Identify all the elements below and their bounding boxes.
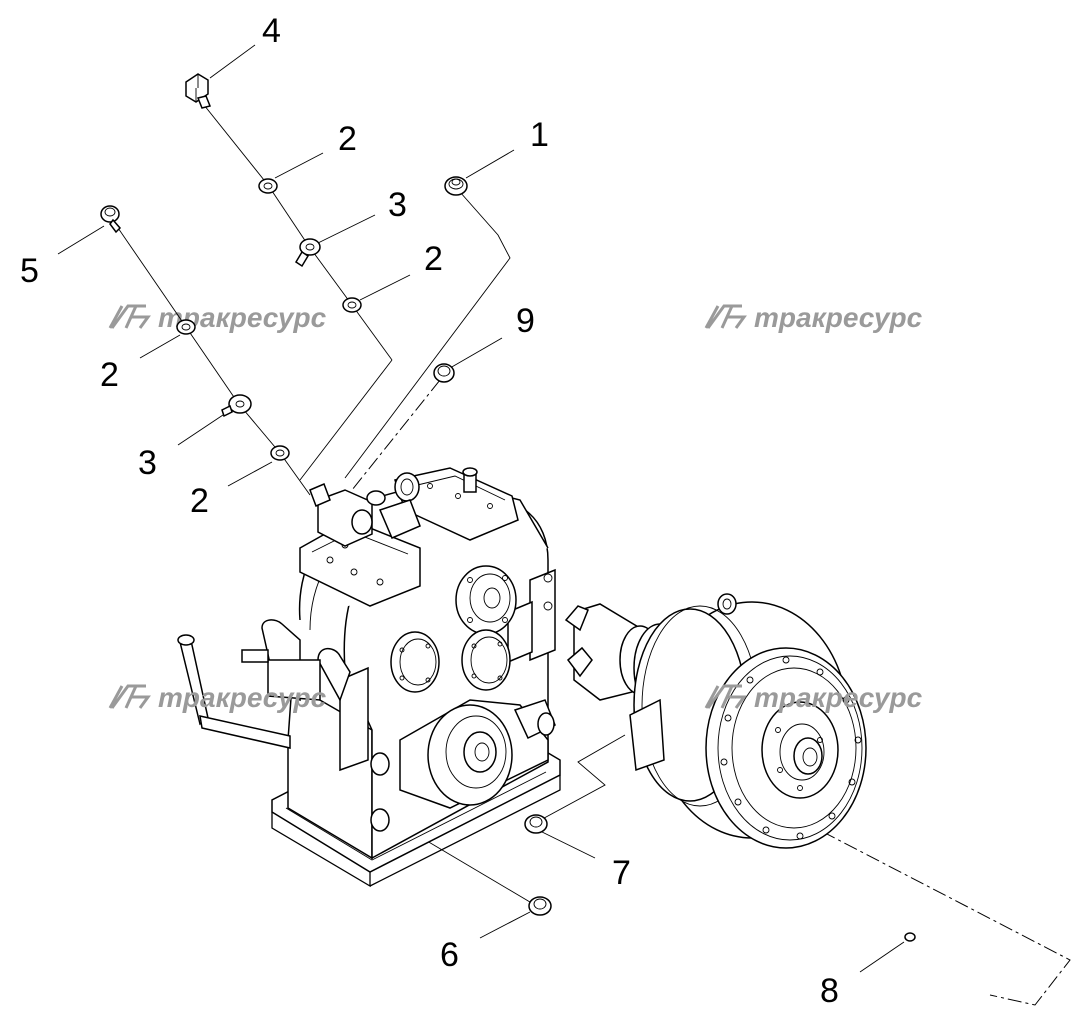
watermark-top-left: тракресурс <box>108 302 327 333</box>
part-washer-2-top <box>258 178 278 194</box>
part-oring-8 <box>904 932 916 942</box>
watermark-text: тракресурс <box>754 302 923 333</box>
part-plug-6 <box>528 896 552 916</box>
part-banjo-3-top <box>294 238 321 268</box>
callout-2: 2 <box>424 240 443 278</box>
callout-pointers <box>57 44 905 973</box>
watermark-text: тракресурс <box>158 682 327 713</box>
callout-5: 5 <box>20 252 39 290</box>
callout-4: 4 <box>262 12 281 50</box>
watermark-logo <box>108 684 151 709</box>
watermark-top-right: тракресурс <box>704 302 923 333</box>
part-plug-7 <box>524 814 548 834</box>
part-nut-1 <box>444 176 468 196</box>
part-washer-2-second <box>342 297 362 313</box>
callout-3: 3 <box>138 444 157 482</box>
part-fitting-5 <box>100 205 122 234</box>
watermark-logo <box>704 304 747 329</box>
part-nut-9 <box>433 363 455 383</box>
part-washer-2-left <box>176 319 196 335</box>
watermark-logo <box>108 304 151 329</box>
shift-lever <box>177 634 291 749</box>
cover-round-right <box>461 629 511 691</box>
output-flange-lower <box>399 699 549 809</box>
cover-round-left <box>390 631 440 693</box>
bolt-ring <box>720 656 862 840</box>
watermark-text: тракресурс <box>754 682 923 713</box>
callout-2: 2 <box>338 120 357 158</box>
callout-7: 7 <box>612 854 631 892</box>
part-washer-2-bottom <box>270 445 290 461</box>
callout-1: 1 <box>530 116 549 154</box>
callout-8: 8 <box>820 972 839 1010</box>
leader-lines <box>115 99 1071 1006</box>
watermark-bottom-left: тракресурс <box>108 682 327 713</box>
callout-2: 2 <box>100 356 119 394</box>
callout-9: 9 <box>516 302 535 340</box>
watermark-logo <box>704 684 747 709</box>
gearbox-housing <box>177 467 561 888</box>
callout-6: 6 <box>440 936 459 974</box>
callout-2: 2 <box>190 482 209 520</box>
callout-labels: 4 2 1 3 2 5 9 2 3 2 7 6 8 <box>20 12 839 1010</box>
torque-converter <box>564 593 867 849</box>
output-flange-upper <box>455 565 517 635</box>
part-banjo-3-left <box>221 394 252 418</box>
watermark-bottom-right: тракресурс <box>704 682 923 713</box>
part-bolt-4 <box>185 73 212 109</box>
callout-3: 3 <box>388 186 407 224</box>
